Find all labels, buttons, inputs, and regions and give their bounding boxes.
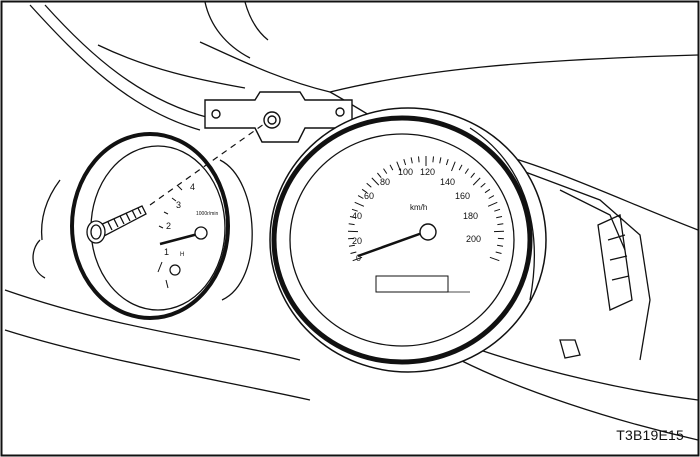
tacho-tick-4: 4 — [190, 182, 195, 192]
speedo-tick-120: 120 — [420, 167, 435, 177]
speedo-tick-140: 140 — [440, 177, 455, 187]
speedometer-labels: 0 20 40 60 80 100 120 140 160 180 200 km… — [352, 167, 481, 263]
speedo-tick-mark — [403, 159, 407, 166]
tachometer-unit: 1000r/min — [196, 211, 218, 217]
speedo-tick-mark — [495, 251, 502, 254]
speedo-tick-mark — [458, 164, 463, 171]
speedo-tick-mark — [432, 156, 434, 163]
speedo-tick-mark — [470, 172, 475, 179]
speedo-tick-mark — [350, 251, 357, 254]
speedo-tick-mark — [352, 256, 363, 262]
speedo-tick-100: 100 — [398, 167, 413, 177]
speedometer-unit: km/h — [410, 203, 427, 212]
speedo-tick-mark — [497, 244, 504, 247]
speedo-tick-mark — [357, 195, 364, 199]
speedo-tick-mark — [451, 161, 456, 172]
speedo-tick-mark — [480, 182, 486, 188]
speedo-tick-20: 20 — [352, 236, 362, 246]
speedo-tick-mark — [464, 168, 469, 174]
tachometer-gauge — [70, 132, 253, 320]
speedo-tick-mark — [418, 156, 420, 163]
speedo-tick-mark — [497, 223, 504, 226]
screw-callout-line — [149, 123, 265, 206]
speedo-tick-mark — [489, 256, 500, 262]
speedo-tick-160: 160 — [455, 191, 470, 201]
figure-code: T3B19E15 — [616, 427, 684, 443]
speedo-tick-mark — [349, 216, 356, 219]
tacho-tick-3: 3 — [176, 200, 181, 210]
speedo-tick-mark — [351, 208, 358, 212]
speedo-tick-mark — [348, 244, 355, 247]
speedo-tick-mark — [484, 188, 491, 194]
fuel-mark: H — [180, 252, 184, 258]
speedo-tick-80: 80 — [380, 177, 390, 187]
speedo-tick-mark — [383, 168, 388, 174]
speedo-tick-mark — [361, 188, 368, 194]
speedo-tick-mark — [389, 164, 394, 171]
speedo-tick-mark — [445, 159, 449, 166]
speedo-tick-180: 180 — [463, 211, 478, 221]
speedometer-tick-marks — [347, 156, 505, 262]
speedo-tick-mark — [371, 177, 380, 186]
speedo-tick-mark — [472, 177, 481, 186]
speedo-tick-mark — [496, 216, 503, 219]
speedo-tick-mark — [377, 172, 382, 179]
tachometer-details: 4 3 2 1 1000r/min H — [157, 182, 218, 289]
tacho-tick-2: 2 — [166, 221, 171, 231]
speedo-tick-mark — [410, 157, 413, 164]
speedo-tick-mark — [396, 161, 401, 172]
speedometer-gauge — [269, 107, 547, 373]
speedo-tick-mark — [487, 201, 498, 207]
speedo-tick-mark — [366, 182, 372, 188]
speedo-tick-60: 60 — [364, 191, 374, 201]
speedo-tick-mark — [494, 208, 501, 212]
speedo-tick-mark — [348, 223, 355, 226]
speedo-tick-0: 0 — [356, 253, 361, 263]
speedo-tick-mark — [354, 201, 365, 207]
speedometer-needle — [357, 223, 437, 258]
speedo-tick-40: 40 — [352, 211, 362, 221]
tacho-tick-1: 1 — [164, 247, 169, 257]
speedo-tick-mark — [439, 157, 442, 164]
mounting-screw-icon — [86, 205, 147, 244]
speedo-tick-mark — [488, 195, 495, 199]
dashboard-outline — [4, 1, 699, 441]
speedo-tick-200: 200 — [466, 234, 481, 244]
